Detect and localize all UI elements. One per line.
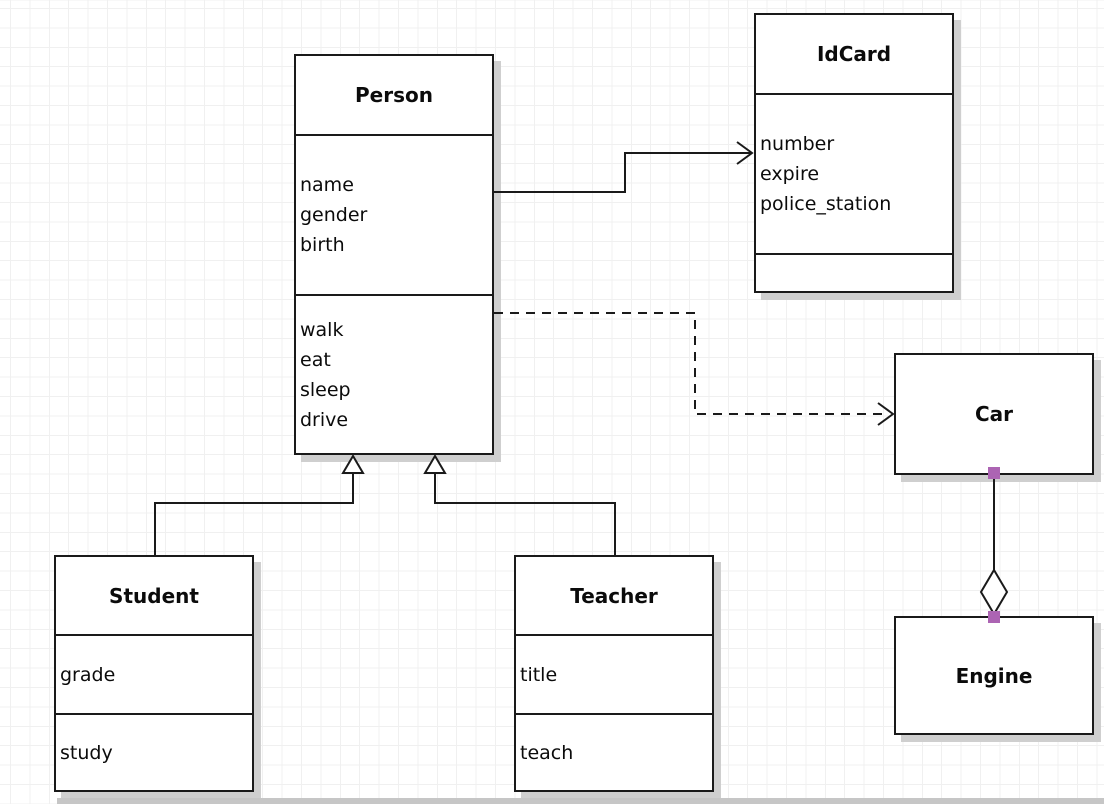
attribute-line: title	[520, 663, 558, 686]
method-line: sleep	[300, 378, 351, 401]
attribute-line: name	[300, 174, 354, 196]
attribute-line: birth	[300, 234, 345, 256]
class-person-attributes: name gender birth	[296, 134, 492, 294]
open-arrow-icon	[877, 402, 895, 426]
method-line: walk	[300, 318, 344, 341]
class-person-methods: walk eat sleep drive	[296, 294, 492, 453]
hollow-triangle-icon	[341, 454, 365, 474]
attribute-line: grade	[60, 663, 116, 686]
class-teacher-attributes: title	[516, 634, 712, 713]
generalization-teacher-person[interactable]	[423, 454, 616, 555]
hollow-triangle-icon	[423, 454, 447, 474]
attribute-line: number	[760, 133, 835, 155]
class-student-attributes: grade	[56, 634, 252, 713]
method-line: drive	[300, 408, 349, 431]
class-person[interactable]: Person name gender birth walk eat sleep …	[294, 54, 494, 455]
generalization-student-person[interactable]	[154, 454, 365, 555]
class-car-title: Car	[974, 402, 1014, 426]
class-engine-title: Engine	[955, 663, 1033, 688]
attribute-line: gender	[300, 204, 368, 226]
hollow-diamond-icon	[979, 568, 1009, 616]
class-teacher[interactable]: Teacher title teach	[514, 555, 714, 792]
class-student[interactable]: Student grade study	[54, 555, 254, 792]
method-line: eat	[300, 348, 331, 371]
class-idcard-attributes: number expire police_station	[756, 93, 952, 253]
class-student-methods: study	[56, 713, 252, 790]
canvas-bottom-edge	[57, 798, 1104, 804]
method-line: study	[60, 741, 113, 764]
class-idcard-methods	[756, 253, 952, 291]
open-arrow-icon	[736, 141, 754, 165]
class-teacher-methods: teach	[516, 713, 712, 790]
attribute-line: police_station	[760, 193, 892, 215]
method-line: teach	[520, 741, 574, 764]
class-idcard-title: IdCard	[816, 42, 892, 66]
attribute-line: expire	[760, 163, 820, 185]
class-engine[interactable]: Engine	[894, 616, 1094, 735]
class-idcard[interactable]: IdCard number expire police_station	[754, 13, 954, 293]
class-teacher-title: Teacher	[570, 583, 658, 608]
aggregation-car-engine[interactable]	[979, 467, 1009, 623]
class-student-title: Student	[109, 583, 199, 608]
dependency-person-car[interactable]	[494, 312, 895, 426]
association-person-idcard[interactable]	[494, 141, 754, 193]
class-car[interactable]: Car	[894, 353, 1094, 475]
class-person-title: Person	[355, 83, 433, 107]
